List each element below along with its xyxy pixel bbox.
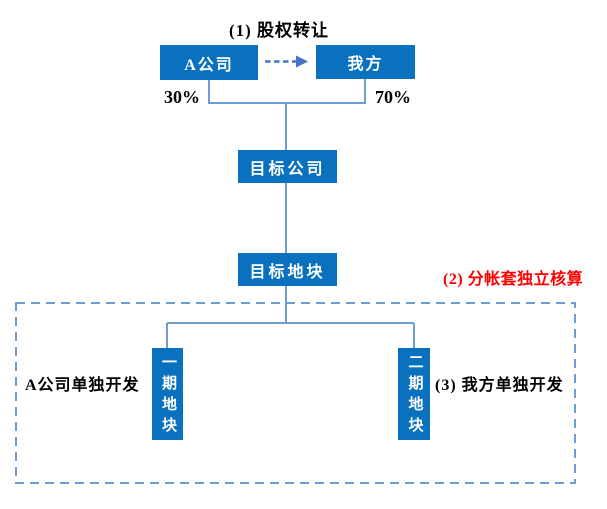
node-phase1-land: 一期地块 bbox=[152, 348, 183, 440]
dashed-region-border bbox=[15, 302, 576, 484]
equity-transfer-arrow bbox=[265, 55, 308, 68]
node-our-side: 我方 bbox=[316, 45, 415, 79]
right-development-note: (3) 我方单独开发 bbox=[435, 377, 564, 394]
step2-note: (2) 分帐套独立核算 bbox=[443, 271, 584, 288]
node-target-land: 目标地块 bbox=[238, 253, 337, 286]
node-company-a: A公司 bbox=[160, 45, 258, 80]
share-30-label: 30% bbox=[164, 87, 200, 107]
share-70-label: 70% bbox=[375, 87, 411, 107]
step1-title: (1) 股权转让 bbox=[228, 21, 330, 40]
connector-lines bbox=[166, 78, 415, 349]
left-development-note: A公司单独开发 bbox=[25, 377, 140, 394]
node-phase2-land: 二期地块 bbox=[398, 348, 430, 440]
arrow-head-icon bbox=[296, 55, 308, 68]
node-target-company: 目标公司 bbox=[238, 150, 337, 183]
